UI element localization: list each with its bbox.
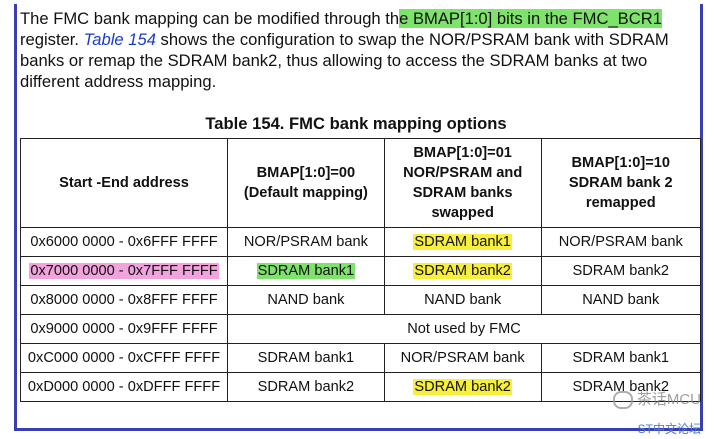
watermark-text: 茶话MCU (636, 390, 701, 408)
cell-address: 0x7000 0000 - 0x7FFF FFFF (19, 256, 229, 286)
table-row: 0xC000 0000 - 0xCFFF FFFF SDRAM bank1 NO… (19, 343, 702, 373)
cell-bmap-10: NOR/PSRAM bank (540, 227, 702, 257)
cell-bmap-01: NAND bank (383, 285, 542, 315)
cell-bmap-01: SDRAM bank1 (383, 227, 542, 257)
bank-mapping-table: Start -End address BMAP[1:0]=00(Default … (19, 138, 702, 402)
table-154-link[interactable]: Table 154 (83, 30, 156, 49)
paragraph-text-1: The FMC bank mapping can be modified thr… (20, 9, 400, 28)
document-frame (14, 4, 703, 431)
cell-bmap-00: NOR/PSRAM bank (227, 227, 385, 257)
cell-address: 0xC000 0000 - 0xCFFF FFFF (19, 343, 229, 373)
header-bmap-00: BMAP[1:0]=00(Default mapping) (227, 138, 385, 228)
table-row: 0x7000 0000 - 0x7FFF FFFF SDRAM bank1 SD… (19, 256, 702, 286)
header-address: Start -End address (19, 138, 229, 228)
table-row: 0x8000 0000 - 0x8FFF FFFF NAND bank NAND… (19, 285, 702, 315)
cell-bmap-10: SDRAM bank1 (540, 343, 702, 373)
cell-not-used: Not used by FMC (227, 314, 701, 344)
cell-bmap-00: NAND bank (227, 285, 385, 315)
paragraph-text-2: register. (20, 30, 84, 49)
paragraph-highlight: e BMAP[1:0] bits in the FMC_BCR1 (399, 9, 662, 28)
cell-bmap-10: SDRAM bank2 (540, 256, 702, 286)
cell-bmap-01: SDRAM bank2 (383, 256, 542, 286)
cell-address: 0x9000 0000 - 0x9FFF FFFF (19, 314, 229, 344)
cell-address: 0xD000 0000 - 0xDFFF FFFF (19, 372, 229, 402)
wechat-icon (612, 391, 633, 409)
description-paragraph: The FMC bank mapping can be modified thr… (20, 8, 692, 92)
cell-bmap-01: NOR/PSRAM bank (383, 343, 542, 373)
cell-bmap-01: SDRAM bank2 (383, 372, 542, 402)
table-header-row: Start -End address BMAP[1:0]=00(Default … (19, 138, 702, 228)
table-caption: Table 154. FMC bank mapping options (205, 114, 507, 133)
watermark-sub: ST中文论坛 (637, 422, 701, 436)
cell-address: 0x8000 0000 - 0x8FFF FFFF (19, 285, 229, 315)
paragraph-text-3: shows the configuration to swap the NOR/… (20, 30, 669, 91)
table-row: 0x9000 0000 - 0x9FFF FFFF Not used by FM… (19, 314, 701, 344)
cell-bmap-00: SDRAM bank1 (227, 256, 385, 286)
cell-address: 0x6000 0000 - 0x6FFF FFFF (19, 227, 229, 257)
table-row: 0x6000 0000 - 0x6FFF FFFF NOR/PSRAM bank… (19, 227, 702, 257)
watermark: 茶话MCU (612, 388, 701, 409)
cell-bmap-00: SDRAM bank1 (227, 343, 385, 373)
cell-bmap-00: SDRAM bank2 (227, 372, 385, 402)
table-row: 0xD000 0000 - 0xDFFF FFFF SDRAM bank2 SD… (19, 372, 702, 402)
cell-bmap-10: NAND bank (540, 285, 702, 315)
